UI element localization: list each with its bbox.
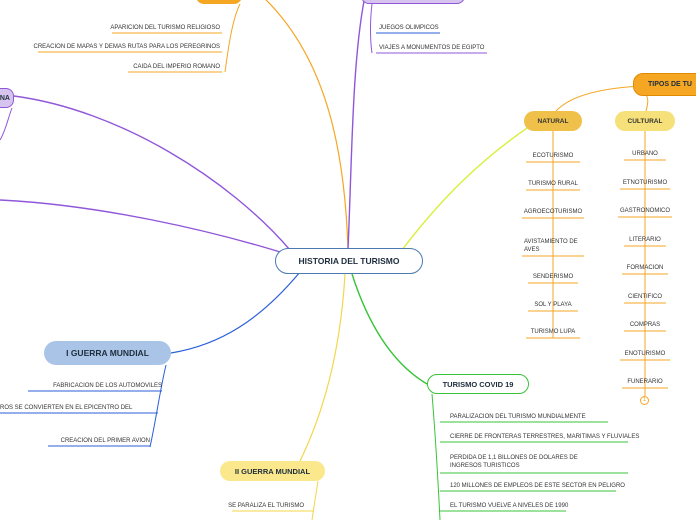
- natural-item-6[interactable]: SOL Y PLAYA: [534, 302, 572, 308]
- top-left-item-3[interactable]: CAIDA DEL IMPERIO ROMANO: [133, 64, 220, 70]
- left-topic-label: NA: [0, 94, 10, 102]
- natural-item-1[interactable]: ECOTURISMO: [532, 153, 574, 159]
- top-left-item-2[interactable]: CREACION DE MAPAS Y DEMAS RUTAS PARA LOS…: [33, 44, 221, 50]
- covid-item-4[interactable]: 120 MILLONES DE EMPLEOS DE ESTE SECTOR E…: [450, 483, 625, 489]
- cultural-item-9[interactable]: FUNERARIO: [627, 379, 663, 385]
- branch-line-top-left: [265, 0, 349, 250]
- natural-item-5[interactable]: SENDERISMO: [532, 274, 574, 280]
- collapse-toggle-icon[interactable]: 1: [640, 396, 649, 405]
- ww1-item-1[interactable]: FABRICACION DE LOS AUTOMOVILES: [53, 383, 162, 389]
- cultural-item-6[interactable]: CIENTIFICO: [628, 294, 662, 300]
- cultural-topic-label: CULTURAL: [627, 117, 663, 125]
- left-topic-node[interactable]: NA: [0, 88, 14, 108]
- cultural-item-5[interactable]: FORMACION: [626, 265, 664, 271]
- cultural-item-1[interactable]: URBANO: [632, 151, 658, 157]
- natural-item-4[interactable]: AVISTAMIENTO DE AVES: [524, 239, 578, 253]
- left-node-stub: [0, 107, 13, 141]
- types-to-natural: [555, 85, 643, 112]
- cultural-item-8[interactable]: ENOTURISMO: [624, 351, 666, 357]
- natural-item-2[interactable]: TURISMO RURAL: [528, 181, 578, 187]
- natural-item-3[interactable]: AGROECOTURISMO: [523, 209, 583, 215]
- cultural-item-7[interactable]: COMPRAS: [629, 322, 661, 328]
- top-right-topic-node[interactable]: [361, 0, 465, 4]
- covid-item-3[interactable]: PERDIDA DE 1,1 BILLONES DE DOLARES DE IN…: [450, 455, 578, 469]
- top-right-item-2[interactable]: VIAJES A MONUMENTOS DE EGIPTO: [379, 45, 485, 51]
- branch-line-top-right: [347, 0, 365, 250]
- natural-item-7[interactable]: TURISMO LUPA: [530, 329, 576, 335]
- cultural-topic-node[interactable]: CULTURAL: [615, 111, 675, 131]
- top-left-spine: [224, 3, 241, 73]
- ww1-spine: [149, 364, 167, 448]
- top-right-spine: [370, 3, 373, 54]
- covid-item-2[interactable]: CIERRE DE FRONTERAS TERRESTRES, MARITIMA…: [450, 434, 640, 440]
- ww1-topic-label: I GUERRA MUNDIAL: [66, 348, 149, 358]
- ww1-item-2[interactable]: ROS SE CONVIERTEN EN EL EPICENTRO DEL: [0, 405, 133, 411]
- top-left-item-1[interactable]: APARICION DEL TURISMO RELIGIOSO: [110, 25, 220, 31]
- branch-line-ww1: [170, 271, 301, 354]
- branch-line-ww2: [299, 273, 346, 462]
- ww2-spine: [311, 480, 319, 520]
- covid-topic-label: TURISMO COVID 19: [442, 379, 514, 389]
- natural-topic-node[interactable]: NATURAL: [524, 111, 582, 131]
- cultural-item-4[interactable]: LITERARIO: [629, 237, 661, 243]
- types-topic-node[interactable]: TIPOS DE TU: [633, 73, 696, 96]
- covid-item-5[interactable]: EL TURISMO VUELVE A NIVELES DE 1990: [450, 503, 569, 509]
- covid-spine: [431, 393, 441, 520]
- ww2-topic-node[interactable]: II GUERRA MUNDIAL: [220, 461, 325, 481]
- cultural-item-3[interactable]: GASTRONOMICO: [619, 208, 670, 214]
- types-topic-label: TIPOS DE TU: [648, 81, 692, 88]
- branch-line-types: [401, 125, 531, 251]
- ww2-topic-label: II GUERRA MUNDIAL: [234, 466, 311, 476]
- ww1-topic-node[interactable]: I GUERRA MUNDIAL: [44, 341, 171, 365]
- top-right-item-1[interactable]: JUEGOS OLIMPICOS: [379, 25, 439, 31]
- central-topic-node[interactable]: HISTORIA DEL TURISMO: [275, 248, 423, 274]
- top-left-topic-node[interactable]: [196, 0, 242, 4]
- branch-line-left-lower: [0, 199, 291, 256]
- branch-line-covid: [351, 273, 428, 385]
- covid-item-1[interactable]: PARALIZACION DEL TURISMO MUNDIALMENTE: [450, 414, 586, 420]
- central-topic-label: HISTORIA DEL TURISMO: [298, 256, 400, 266]
- ww2-item-1[interactable]: SE PARALIZA EL TURISMO: [228, 503, 304, 509]
- natural-topic-label: NATURAL: [537, 117, 569, 125]
- ww1-item-3[interactable]: CREACION DEL PRIMER AVION: [60, 438, 150, 444]
- branch-line-left-upper: [13, 95, 291, 251]
- covid-topic-node[interactable]: TURISMO COVID 19: [427, 374, 529, 394]
- cultural-item-2[interactable]: ETNOTURISMO: [622, 180, 668, 186]
